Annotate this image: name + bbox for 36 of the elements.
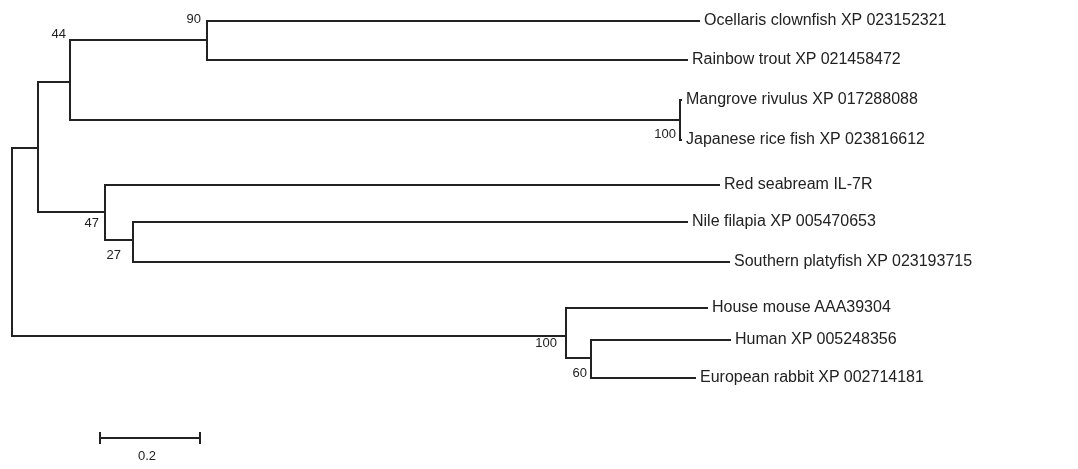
- tree-branch: [105, 239, 133, 241]
- taxon-label: Mangrove rivulus XP 017288088: [682, 90, 918, 108]
- tree-branch: [591, 339, 732, 341]
- taxon-label: Nile filapia XP 005470653: [688, 212, 876, 230]
- tree-branch: [38, 211, 105, 213]
- tree-branch: [12, 335, 566, 337]
- tree-branch: [133, 221, 689, 223]
- taxon-label: Ocellaris clownfish XP 023152321: [700, 11, 947, 29]
- taxon-label: European rabbit XP 002714181: [696, 368, 924, 386]
- tree-branch: [133, 261, 731, 263]
- taxon-label: Rainbow trout XP 021458472: [688, 50, 901, 68]
- tree-branch: [70, 39, 207, 41]
- taxon-label: Red seabream IL-7R: [720, 175, 873, 193]
- tree-branch: [38, 81, 70, 83]
- tree-branch: [207, 59, 689, 61]
- taxon-label: Southern platyfish XP 023193715: [730, 252, 973, 270]
- bootstrap-value: 27: [106, 248, 121, 262]
- scale-value: 0.2: [138, 449, 157, 463]
- taxon-label: Human XP 005248356: [731, 330, 897, 348]
- tree-branch: [12, 147, 38, 149]
- tree-branch: [566, 307, 709, 309]
- tree-branch: [680, 139, 683, 141]
- tree-branch: [105, 184, 721, 186]
- taxon-label: House mouse AAA39304: [708, 298, 891, 316]
- bootstrap-value: 100: [654, 127, 676, 141]
- bootstrap-value: 60: [572, 366, 587, 380]
- bootstrap-value: 100: [535, 336, 557, 350]
- tree-branch: [680, 99, 683, 101]
- taxon-label: Japanese rice fish XP 023816612: [682, 130, 925, 148]
- bootstrap-value: 90: [186, 12, 201, 26]
- bootstrap-value: 44: [51, 27, 66, 41]
- tree-branch: [566, 357, 591, 359]
- tree-branch: [591, 377, 697, 379]
- tree-branch: [207, 20, 701, 22]
- tree-branch: [70, 119, 680, 121]
- bootstrap-value: 47: [84, 216, 99, 230]
